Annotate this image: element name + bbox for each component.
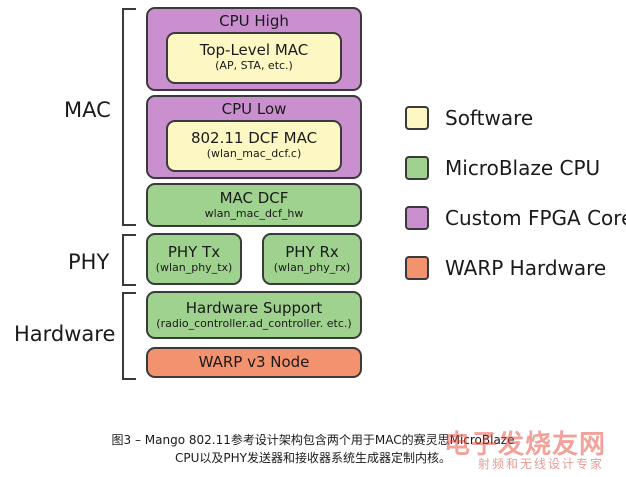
layer-label-hardware: Hardware (14, 322, 116, 346)
phy-rx-subtitle: (wlan_phy_rx) (273, 261, 351, 274)
bracket-mac (122, 8, 136, 226)
warp-node-block: WARP v3 Node (146, 347, 362, 378)
cpu-low-title: CPU Low (221, 100, 287, 118)
legend-label-software: Software (445, 106, 534, 130)
legend-swatch-warp-hardware (405, 256, 429, 280)
mac-dcf-subtitle: wlan_mac_dcf_hw (204, 207, 304, 220)
hardware-support-title: Hardware Support (185, 299, 323, 317)
phy-tx-block: PHY Tx (wlan_phy_tx) (146, 233, 242, 285)
figure-caption-line-2: CPU以及PHY发送器和接收器系统生成器定制内核。 (175, 451, 451, 465)
dcf-mac-block: 802.11 DCF MAC (wlan_mac_dcf.c) (166, 120, 342, 172)
phy-rx-title: PHY Rx (285, 243, 339, 261)
watermark-logo-text: 电子发烧友网 (443, 430, 606, 460)
top-level-mac-subtitle: (AP, STA, etc.) (215, 59, 293, 72)
legend-swatch-custom-fpga (405, 206, 429, 230)
legend-label-custom-fpga: Custom FPGA Core (445, 206, 626, 230)
legend-label-microblaze: MicroBlaze CPU (445, 156, 601, 180)
layer-label-phy: PHY (68, 250, 110, 274)
legend-label-warp-hardware: WARP Hardware (445, 256, 607, 280)
top-level-mac-title: Top-Level MAC (199, 41, 309, 59)
legend-swatch-microblaze (405, 156, 429, 180)
phy-rx-block: PHY Rx (wlan_phy_rx) (262, 233, 362, 285)
legend-swatch-software (405, 106, 429, 130)
bracket-hardware (122, 292, 136, 380)
cpu-low-block: CPU Low 802.11 DCF MAC (wlan_mac_dcf.c) (146, 95, 362, 179)
bracket-phy (122, 234, 136, 286)
warp-node-title: WARP v3 Node (198, 353, 310, 371)
layer-label-mac: MAC (64, 98, 111, 122)
top-level-mac-block: Top-Level MAC (AP, STA, etc.) (166, 32, 342, 84)
phy-tx-subtitle: (wlan_phy_tx) (155, 261, 233, 274)
cpu-high-block: CPU High Top-Level MAC (AP, STA, etc.) (146, 7, 362, 91)
mac-dcf-block: MAC DCF wlan_mac_dcf_hw (146, 183, 362, 227)
dcf-mac-subtitle: (wlan_mac_dcf.c) (206, 147, 302, 160)
dcf-mac-title: 802.11 DCF MAC (190, 129, 318, 147)
hardware-support-subtitle: (radio_controller.ad_controller. etc.) (156, 317, 352, 330)
figure-caption-line-1: 图3 – Mango 802.11参考设计架构包含两个用于MAC的赛灵思Micr… (111, 433, 515, 447)
hardware-support-block: Hardware Support (radio_controller.ad_co… (146, 291, 362, 339)
cpu-high-title: CPU High (219, 12, 289, 30)
phy-tx-title: PHY Tx (167, 243, 221, 261)
watermark-tagline: 射频和无线设计专家 (477, 457, 604, 471)
mac-dcf-title: MAC DCF (219, 189, 289, 207)
